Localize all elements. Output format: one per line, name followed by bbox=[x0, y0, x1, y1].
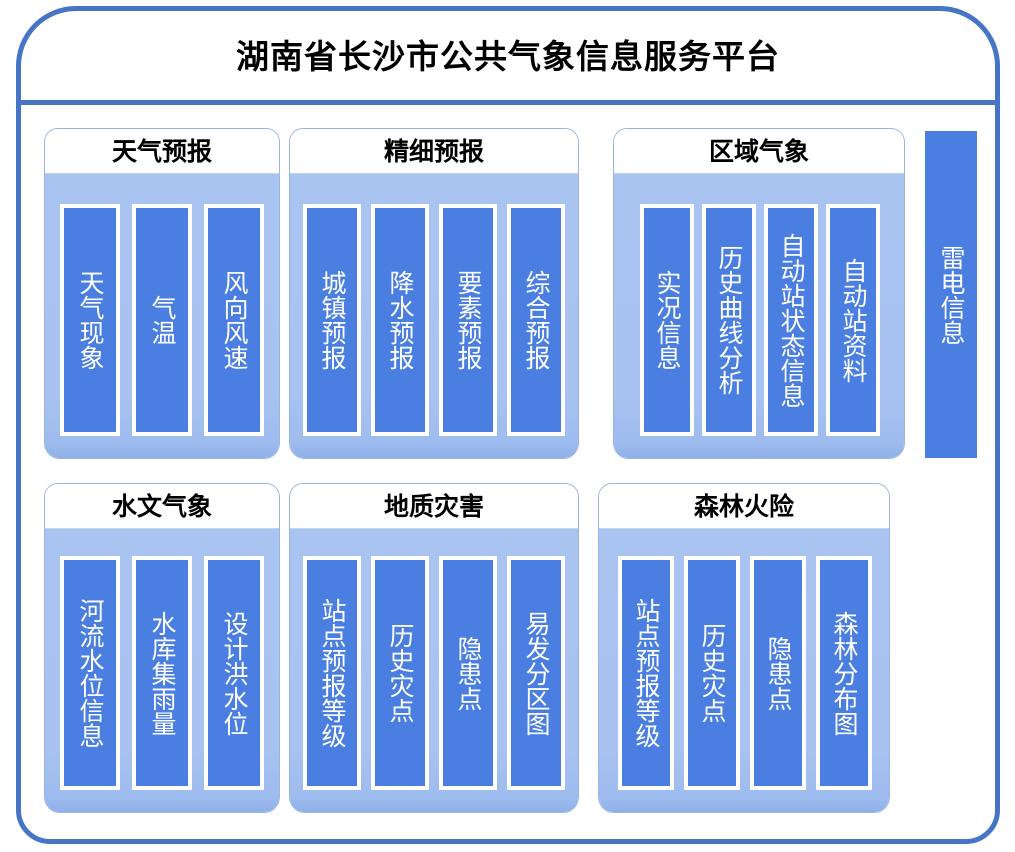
item-design-flood-level[interactable]: 设计洪水位 bbox=[204, 556, 264, 790]
panel-title-weather-forecast: 天气预报 bbox=[45, 129, 279, 174]
item-weather-phenomena[interactable]: 天气现象 bbox=[60, 204, 120, 436]
item-aws-data[interactable]: 自动站资料 bbox=[826, 204, 880, 436]
item-temperature[interactable]: 气温 bbox=[132, 204, 192, 436]
item-label: 河流水位信息 bbox=[76, 598, 105, 748]
item-forest-distribution-map[interactable]: 森林分布图 bbox=[816, 556, 872, 790]
item-station-forecast-level[interactable]: 站点预报等级 bbox=[303, 556, 361, 790]
item-river-water-level-info[interactable]: 河流水位信息 bbox=[60, 556, 120, 790]
item-historical-disaster-points[interactable]: 历史灾点 bbox=[684, 556, 740, 790]
panel-body-geological-disaster: 站点预报等级 历史灾点 隐患点 易发分区图 bbox=[290, 529, 578, 812]
item-lightning-information[interactable]: 雷电信息 bbox=[925, 131, 977, 458]
item-label: 历史曲线分析 bbox=[715, 245, 744, 395]
item-hidden-danger-points[interactable]: 隐患点 bbox=[750, 556, 806, 790]
item-element-forecast[interactable]: 要素预报 bbox=[439, 204, 497, 436]
panel-body-hydro-meteorology: 河流水位信息 水库集雨量 设计洪水位 bbox=[45, 529, 279, 812]
item-label: 风向风速 bbox=[220, 270, 249, 370]
item-live-information[interactable]: 实况信息 bbox=[640, 204, 694, 436]
item-label: 要素预报 bbox=[454, 270, 483, 370]
item-label: 站点预报等级 bbox=[318, 598, 347, 748]
item-label: 历史灾点 bbox=[698, 623, 727, 723]
panel-body-forest-fire-risk: 站点预报等级 历史灾点 隐患点 森林分布图 bbox=[599, 529, 889, 812]
item-station-forecast-level[interactable]: 站点预报等级 bbox=[618, 556, 674, 790]
panel-body-fine-forecast: 城镇预报 降水预报 要素预报 综合预报 bbox=[290, 174, 578, 458]
item-label: 气温 bbox=[148, 295, 177, 345]
panel-title-fine-forecast: 精细预报 bbox=[290, 129, 578, 174]
item-label: 降水预报 bbox=[386, 270, 415, 370]
item-label: 水库集雨量 bbox=[148, 610, 177, 736]
panel-title-regional-meteorology: 区域气象 bbox=[614, 129, 904, 174]
panel-hydro-meteorology[interactable]: 水文气象 河流水位信息 水库集雨量 设计洪水位 bbox=[44, 483, 280, 813]
panel-title-forest-fire-risk: 森林火险 bbox=[599, 484, 889, 529]
item-reservoir-rainfall[interactable]: 水库集雨量 bbox=[132, 556, 192, 790]
panel-body-weather-forecast: 天气现象 气温 风向风速 bbox=[45, 174, 279, 458]
item-historical-curve-analysis[interactable]: 历史曲线分析 bbox=[702, 204, 756, 436]
item-comprehensive-forecast[interactable]: 综合预报 bbox=[507, 204, 565, 436]
panel-weather-forecast[interactable]: 天气预报 天气现象 气温 风向风速 bbox=[44, 128, 280, 459]
panel-title-hydro-meteorology: 水文气象 bbox=[45, 484, 279, 529]
item-label: 实况信息 bbox=[653, 270, 682, 370]
item-label: 天气现象 bbox=[76, 270, 105, 370]
item-label: 隐患点 bbox=[454, 635, 483, 711]
item-label: 隐患点 bbox=[764, 635, 793, 711]
item-historical-disaster-points[interactable]: 历史灾点 bbox=[371, 556, 429, 790]
item-aws-status-information[interactable]: 自动站状态信息 bbox=[764, 204, 818, 436]
item-label: 森林分布图 bbox=[830, 610, 859, 736]
title-divider bbox=[16, 100, 1000, 105]
item-label: 综合预报 bbox=[522, 270, 551, 370]
panel-body-regional-meteorology: 实况信息 历史曲线分析 自动站状态信息 自动站资料 bbox=[614, 174, 904, 458]
item-label: 自动站状态信息 bbox=[777, 232, 806, 408]
panel-regional-meteorology[interactable]: 区域气象 实况信息 历史曲线分析 自动站状态信息 自动站资料 bbox=[613, 128, 905, 459]
item-label: 站点预报等级 bbox=[632, 598, 661, 748]
item-label: 设计洪水位 bbox=[220, 610, 249, 736]
item-prone-zone-map[interactable]: 易发分区图 bbox=[507, 556, 565, 790]
item-wind-direction-speed[interactable]: 风向风速 bbox=[204, 204, 264, 436]
item-label: 易发分区图 bbox=[522, 610, 551, 736]
item-label: 历史灾点 bbox=[386, 623, 415, 723]
item-label: 雷电信息 bbox=[937, 244, 966, 345]
item-town-forecast[interactable]: 城镇预报 bbox=[303, 204, 361, 436]
panel-title-geological-disaster: 地质灾害 bbox=[290, 484, 578, 529]
item-hidden-danger-points[interactable]: 隐患点 bbox=[439, 556, 497, 790]
panel-geological-disaster[interactable]: 地质灾害 站点预报等级 历史灾点 隐患点 易发分区图 bbox=[289, 483, 579, 813]
panel-forest-fire-risk[interactable]: 森林火险 站点预报等级 历史灾点 隐患点 森林分布图 bbox=[598, 483, 890, 813]
item-precipitation-forecast[interactable]: 降水预报 bbox=[371, 204, 429, 436]
item-label: 自动站资料 bbox=[839, 257, 868, 383]
item-label: 城镇预报 bbox=[318, 270, 347, 370]
page-title: 湖南省长沙市公共气象信息服务平台 bbox=[236, 37, 780, 76]
panel-fine-forecast[interactable]: 精细预报 城镇预报 降水预报 要素预报 综合预报 bbox=[289, 128, 579, 459]
